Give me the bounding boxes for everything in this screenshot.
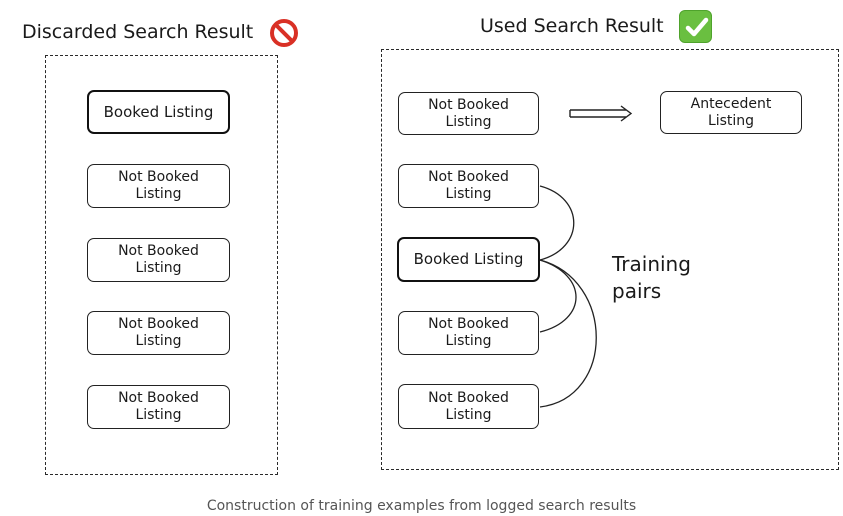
listing-label-line2: Listing: [135, 333, 182, 349]
listing-label-line1: Not Booked: [118, 243, 199, 259]
prohibited-icon: [270, 19, 298, 47]
listing-label-line1: Not Booked: [118, 390, 199, 406]
training-pairs-label-line2: pairs: [612, 279, 662, 303]
listing-label-line2: Listing: [445, 333, 492, 349]
training-pairs-label-line1: Training: [612, 252, 691, 276]
listing-label-line1: Not Booked: [428, 389, 509, 406]
discarded-not-booked-listing: Not Booked Listing: [87, 238, 230, 282]
listing-label-line1: Not Booked: [428, 96, 509, 113]
used-booked-listing: Booked Listing: [397, 237, 540, 282]
listing-label-line2: Listing: [707, 112, 755, 129]
check-mark-icon: [679, 10, 712, 43]
discarded-not-booked-listing: Not Booked Listing: [87, 164, 230, 208]
used-not-booked-listing: Not Booked Listing: [398, 164, 539, 208]
discarded-result-box: [45, 55, 278, 475]
discarded-booked-listing: Booked Listing: [87, 90, 230, 134]
used-heading: Used Search Result: [480, 15, 664, 37]
discarded-not-booked-listing: Not Booked Listing: [87, 385, 230, 429]
listing-label-line1: Not Booked: [428, 316, 509, 332]
used-result-box: [381, 49, 839, 470]
listing-label: Booked Listing: [413, 250, 524, 268]
listing-label-line2: Listing: [445, 406, 492, 423]
used-not-booked-listing: Not Booked Listing: [398, 384, 539, 429]
antecedent-listing: Antecedent Listing: [660, 91, 802, 134]
discarded-not-booked-listing: Not Booked Listing: [87, 311, 230, 355]
used-not-booked-listing: Not Booked Listing: [398, 311, 539, 355]
used-not-booked-listing-top: Not Booked Listing: [398, 92, 539, 135]
listing-label-line1: Antecedent: [690, 95, 772, 112]
listing-label-line2: Listing: [135, 186, 182, 202]
listing-label-line2: Listing: [445, 186, 492, 202]
listing-label-line1: Not Booked: [118, 169, 199, 185]
listing-label-line1: Not Booked: [428, 169, 509, 185]
listing-label-line1: Not Booked: [118, 316, 199, 332]
training-pairs-label: Training pairs: [612, 251, 691, 305]
listing-label: Booked Listing: [103, 102, 214, 121]
listing-label-line2: Listing: [445, 113, 492, 130]
listing-label-line2: Listing: [135, 407, 182, 423]
listing-label-line2: Listing: [135, 260, 182, 276]
figure-caption: Construction of training examples from l…: [206, 498, 637, 514]
discarded-heading: Discarded Search Result: [22, 21, 254, 43]
